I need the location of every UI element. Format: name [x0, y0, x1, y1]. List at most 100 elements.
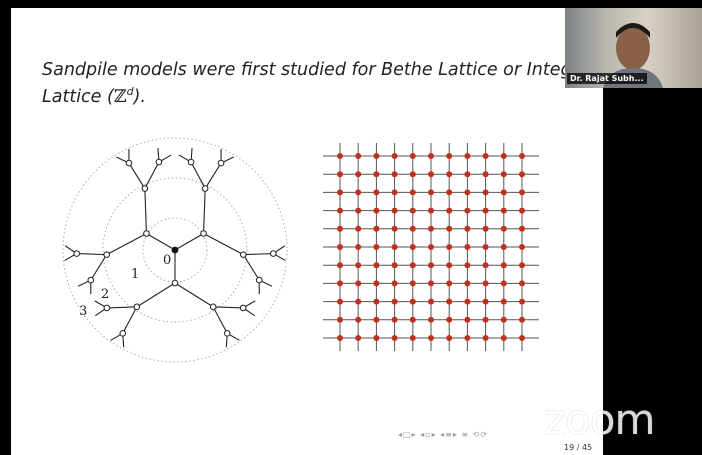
bethe-edge — [76, 253, 107, 256]
lattice-node — [464, 262, 471, 269]
bethe-edge — [122, 306, 138, 334]
lattice-node — [464, 189, 471, 196]
shell-circle-3 — [62, 137, 288, 363]
lattice-node — [446, 244, 453, 250]
bethe-edge — [190, 161, 206, 189]
lattice-node — [482, 153, 489, 159]
page-number: 19 / 45 — [564, 443, 593, 452]
lattice-node — [464, 207, 471, 214]
lattice-node — [391, 335, 398, 341]
lattice-node — [337, 225, 343, 232]
lattice-node — [337, 171, 343, 178]
bethe-node — [73, 250, 81, 257]
lattice-node — [391, 207, 398, 214]
bethe-node — [143, 230, 150, 237]
lattice-node — [500, 335, 507, 341]
bethe-edge — [243, 253, 274, 256]
lattice-node — [373, 335, 380, 341]
bethe-edge — [204, 162, 222, 189]
lattice-node — [373, 189, 380, 196]
lattice-node — [446, 316, 453, 323]
lattice-node — [355, 225, 362, 232]
lattice-node — [355, 335, 362, 341]
lattice-node — [500, 244, 507, 250]
lattice-node — [482, 335, 489, 341]
bethe-node — [240, 251, 247, 258]
shell-label-1: 1 — [131, 267, 139, 282]
lattice-node — [409, 189, 416, 196]
participant-video[interactable]: Dr. Rajat Subh... — [565, 8, 702, 88]
shell-circle-1 — [142, 217, 208, 283]
text-close: ). — [133, 86, 146, 107]
bethe-node — [209, 303, 217, 311]
lattice-node — [391, 189, 398, 196]
bethe-node — [87, 276, 95, 284]
lattice-node — [428, 280, 434, 287]
shell-label-2: 2 — [101, 287, 109, 302]
lattice-node — [482, 171, 489, 178]
lattice-node — [428, 171, 434, 178]
lattice-node — [373, 280, 380, 287]
nav-prev-icon[interactable]: ◂□▸ — [398, 430, 417, 439]
lattice-node — [446, 171, 453, 178]
lattice-node — [446, 262, 453, 269]
lattice-node — [337, 153, 343, 159]
lattice-node — [391, 280, 398, 287]
shell-circle-2 — [102, 177, 248, 323]
integer-symbol: ℤ — [113, 86, 127, 107]
slide-text-line-1: Sandpile models were first studied for B… — [42, 60, 590, 80]
bethe-edge — [174, 282, 214, 308]
lattice-node — [519, 335, 525, 341]
lattice-node — [391, 262, 398, 269]
bethe-node — [125, 159, 133, 167]
beamer-navigation[interactable]: ◂□▸ ◂▫▸ ◂≡▸ ≡ ⟲⟳ — [398, 430, 488, 439]
bethe-edge — [128, 162, 146, 189]
lattice-node — [519, 244, 525, 250]
lattice-node — [355, 280, 362, 287]
lattice-node — [409, 316, 416, 323]
lattice-node — [355, 171, 362, 178]
bethe-node — [223, 330, 231, 337]
lattice-node — [373, 225, 380, 232]
lattice-node — [519, 262, 525, 269]
lattice-node — [373, 262, 380, 269]
lattice-node — [337, 316, 343, 323]
lattice-node — [355, 189, 362, 196]
lattice-node — [428, 153, 434, 159]
bethe-edge — [174, 233, 204, 251]
lattice-node — [391, 225, 398, 232]
bethe-edge — [144, 188, 147, 234]
nav-next-icon[interactable]: ◂▫▸ — [420, 430, 437, 439]
bethe-edge — [213, 306, 244, 309]
lattice-node — [446, 153, 453, 159]
lattice-node — [373, 316, 380, 323]
lattice-node — [428, 225, 434, 232]
bethe-edge — [203, 188, 206, 234]
lattice-node — [428, 244, 434, 250]
bethe-edge — [146, 233, 176, 251]
lattice-node — [464, 280, 471, 287]
nav-search-icon[interactable]: ≡ ⟲⟳ — [461, 430, 489, 439]
lattice-node — [519, 316, 525, 323]
lattice-node — [482, 244, 489, 250]
bethe-node — [201, 185, 209, 192]
bethe-node — [239, 304, 247, 312]
lattice-node — [409, 153, 416, 159]
lattice-node — [519, 225, 525, 232]
lattice-node — [500, 153, 507, 159]
lattice-node — [464, 316, 471, 323]
nav-section-icon[interactable]: ◂≡▸ — [440, 430, 458, 439]
lattice-node — [500, 189, 507, 196]
lattice-node — [409, 335, 416, 341]
lattice-node — [355, 244, 362, 250]
lattice-node — [373, 207, 380, 214]
speaker-name-label: Dr. Rajat Subh... — [567, 73, 647, 84]
lattice-node — [519, 189, 525, 196]
bethe-root-node — [171, 246, 179, 254]
lattice-node — [373, 298, 380, 305]
lattice-node — [337, 298, 343, 305]
lattice-node — [355, 207, 362, 214]
bethe-edge — [136, 282, 176, 308]
lattice-node — [446, 298, 453, 305]
